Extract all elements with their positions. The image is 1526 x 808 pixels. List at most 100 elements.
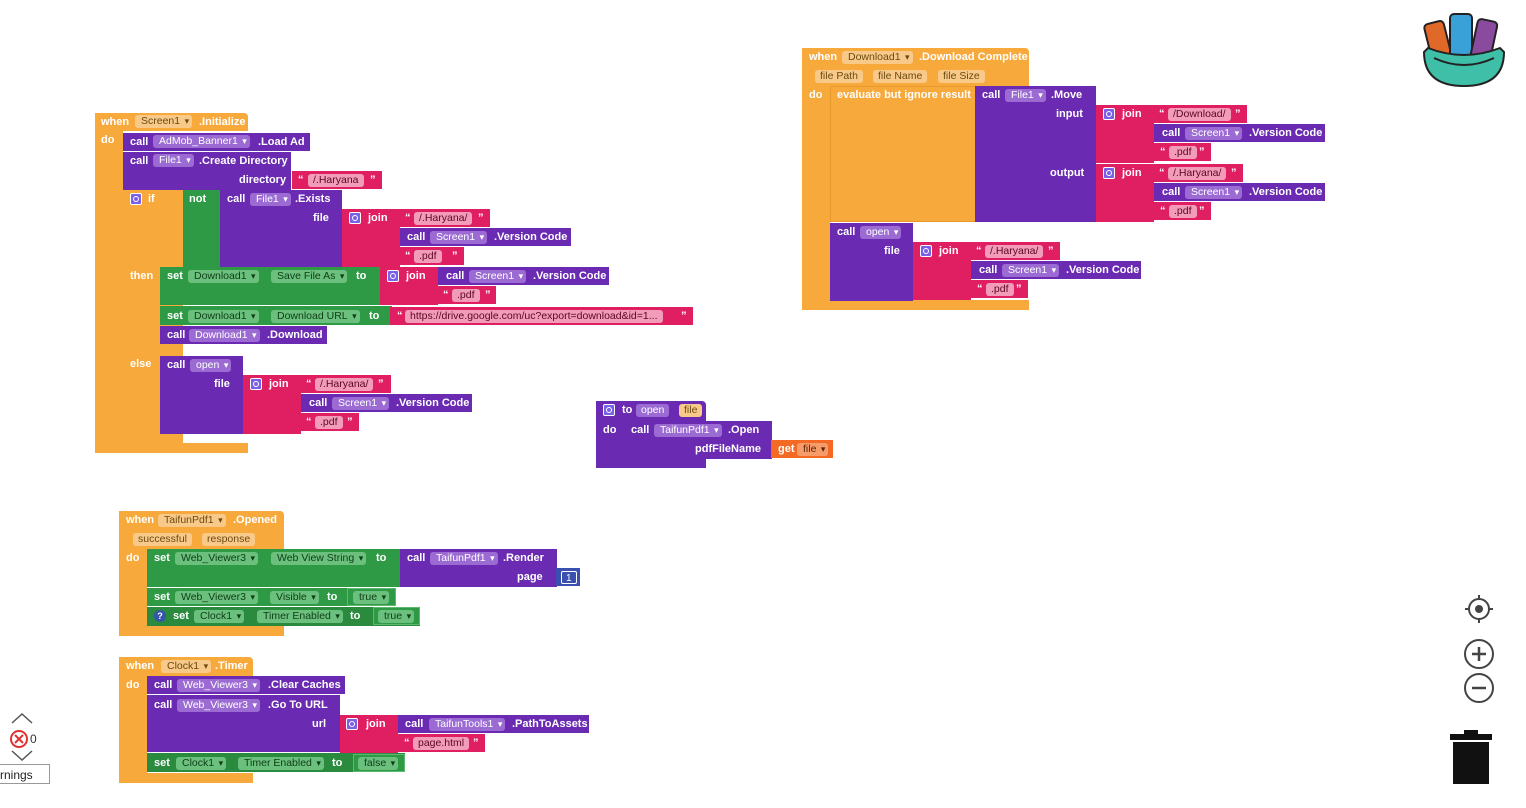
warnings-toggle-button[interactable]: rnings	[0, 764, 50, 784]
gear-icon[interactable]	[130, 193, 142, 205]
screen1-dropdown[interactable]: Screen1	[1002, 264, 1060, 277]
to-label: to	[350, 610, 361, 622]
string-value[interactable]: /.Haryana/	[1168, 167, 1227, 180]
gear-icon[interactable]	[1103, 167, 1115, 179]
string-value[interactable]: .pdf	[315, 416, 343, 429]
tools-dropdown[interactable]: TaifunTools1	[429, 718, 506, 731]
call-create-directory-block[interactable]	[123, 152, 291, 190]
procedure-name[interactable]: open	[636, 404, 670, 417]
file1-dropdown[interactable]: File1	[250, 193, 291, 206]
string-value[interactable]: /.Haryana/	[414, 212, 473, 225]
gear-icon[interactable]	[250, 378, 262, 390]
property-dropdown[interactable]: Timer Enabled	[257, 610, 343, 623]
viewer-dropdown[interactable]: Web_Viewer3	[175, 552, 258, 565]
clock-dropdown[interactable]: Clock1	[176, 757, 227, 770]
else-label: else	[130, 358, 152, 370]
method-name: .Version Code	[494, 231, 568, 243]
property-dropdown[interactable]: Timer Enabled	[238, 757, 324, 770]
not-block[interactable]	[183, 190, 223, 268]
param-label: directory	[239, 174, 287, 186]
param-response[interactable]: response	[202, 533, 256, 546]
clock-dropdown[interactable]: Clock1	[194, 610, 245, 623]
call-move-block[interactable]	[975, 86, 1096, 222]
error-icon[interactable]	[10, 730, 28, 748]
string-value[interactable]: .pdf	[414, 250, 442, 263]
help-icon[interactable]: ?	[154, 610, 166, 622]
component-dropdown[interactable]: Download1	[842, 51, 913, 64]
param-label: file	[884, 245, 900, 257]
set-label: set	[154, 757, 170, 769]
chevron-down-icon[interactable]	[10, 750, 34, 762]
property-dropdown[interactable]: Web View String	[271, 552, 367, 565]
string-value[interactable]: /Download/	[1168, 108, 1231, 121]
string-value[interactable]: page.html	[413, 737, 470, 750]
param-file-size[interactable]: file Size	[938, 70, 985, 83]
gear-icon[interactable]	[920, 245, 932, 257]
screen1-dropdown[interactable]: Screen1	[1185, 127, 1243, 140]
gear-icon[interactable]	[603, 404, 615, 416]
viewer-dropdown[interactable]: Web_Viewer3	[177, 699, 260, 712]
download1-dropdown[interactable]: Download1	[188, 270, 259, 283]
trash-icon[interactable]	[1448, 730, 1494, 784]
call-label: call	[407, 552, 426, 564]
param-file-name[interactable]: file Name	[873, 70, 928, 83]
viewer-dropdown[interactable]: Web_Viewer3	[177, 679, 260, 692]
event-body-left	[119, 657, 147, 783]
screen1-dropdown[interactable]: Screen1	[1185, 186, 1243, 199]
component-dropdown[interactable]: TaifunPdf1	[158, 514, 226, 527]
gear-icon[interactable]	[349, 212, 361, 224]
file1-dropdown[interactable]: File1	[153, 154, 194, 167]
download1-dropdown[interactable]: Download1	[188, 310, 259, 323]
call-label: call	[407, 231, 426, 243]
taifun-dropdown[interactable]: TaifunPdf1	[654, 424, 722, 437]
param-file[interactable]: file	[679, 404, 703, 417]
event-footer	[119, 626, 284, 636]
property-dropdown[interactable]: Visible	[270, 591, 319, 604]
admob-dropdown[interactable]: AdMob_Banner1	[153, 135, 250, 148]
do-label: do	[126, 552, 140, 564]
variable-dropdown[interactable]: file	[797, 443, 829, 456]
target-icon[interactable]	[1464, 594, 1494, 624]
error-count: 0	[30, 732, 37, 746]
event-name: .Timer	[215, 660, 248, 672]
string-value[interactable]: .pdf	[1169, 205, 1197, 218]
url-string-value[interactable]: https://drive.google.com/uc?export=downl…	[405, 310, 663, 323]
gear-icon[interactable]	[1103, 108, 1115, 120]
string-value[interactable]: .pdf	[986, 283, 1014, 296]
param-successful[interactable]: successful	[133, 533, 193, 546]
param-file-path[interactable]: file Path	[815, 70, 863, 83]
gear-icon[interactable]	[387, 270, 399, 282]
string-value[interactable]: .pdf	[1169, 146, 1197, 159]
viewer-dropdown[interactable]: Web_Viewer3	[175, 591, 258, 604]
call-label: call	[167, 329, 186, 341]
property-dropdown[interactable]: Download URL	[271, 310, 360, 323]
property-dropdown[interactable]: Save File As	[271, 270, 348, 283]
boolean-dropdown[interactable]: true	[353, 591, 390, 604]
open-dropdown[interactable]: open	[190, 359, 232, 372]
screen1-dropdown[interactable]: Screen1	[469, 270, 527, 283]
component-dropdown[interactable]: Screen1	[135, 115, 193, 128]
boolean-dropdown[interactable]: true	[378, 610, 415, 623]
open-dropdown[interactable]: open	[860, 226, 902, 239]
component-dropdown[interactable]: Clock1	[161, 660, 212, 673]
string-value[interactable]: /.Haryana/	[985, 245, 1044, 258]
taifun-dropdown[interactable]: TaifunPdf1	[430, 552, 498, 565]
boolean-dropdown[interactable]: false	[358, 757, 399, 770]
zoom-in-icon[interactable]	[1463, 638, 1495, 670]
set-label: set	[167, 310, 183, 322]
string-value[interactable]: /.Haryana/	[315, 378, 374, 391]
string-value[interactable]: .pdf	[452, 289, 480, 302]
screen1-dropdown[interactable]: Screen1	[430, 231, 488, 244]
file1-dropdown[interactable]: File1	[1005, 89, 1046, 102]
gear-icon[interactable]	[346, 718, 358, 730]
page-number[interactable]: 1	[561, 571, 577, 584]
zoom-out-icon[interactable]	[1463, 672, 1495, 704]
backpack-icon[interactable]	[1420, 6, 1510, 88]
evaluate-ignore-block[interactable]	[830, 86, 976, 222]
call-label: call	[130, 155, 149, 167]
download1-dropdown[interactable]: Download1	[189, 329, 260, 342]
string-value[interactable]: /.Haryana	[308, 174, 364, 187]
chevron-up-icon[interactable]	[10, 712, 34, 724]
method-name: .Version Code	[396, 397, 470, 409]
screen1-dropdown[interactable]: Screen1	[332, 397, 390, 410]
